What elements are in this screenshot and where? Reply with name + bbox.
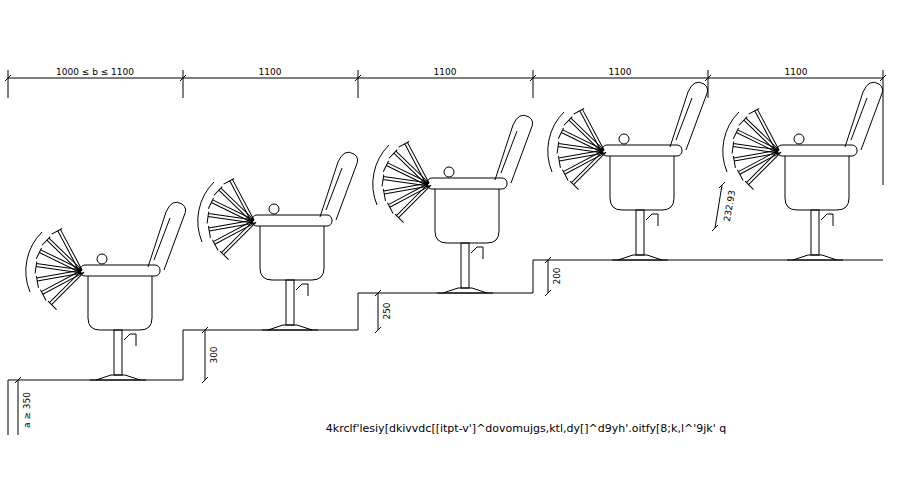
stepped-floor: [8, 260, 883, 435]
dimension-text: 1100: [258, 68, 283, 77]
dimension-text: 1000 ≤ b ≤ 1100: [55, 68, 135, 77]
dimension-text: 1100: [433, 68, 458, 77]
dimension-lines: [5, 70, 886, 435]
dimension-text: a ≥ 350: [23, 391, 32, 429]
dimension-text: 300: [210, 345, 219, 364]
dimension-text: 1100: [784, 68, 809, 77]
dimension-text: 232.93: [723, 189, 738, 224]
dimension-text: 250: [383, 301, 392, 320]
dimension-text: 1100: [608, 68, 633, 77]
seat-symbols: [26, 82, 883, 380]
dimension-text: 200: [553, 266, 562, 285]
note-text: 4krclf'lesiy[dkivvdc[[itpt-v']^dovomujgs…: [325, 423, 727, 434]
